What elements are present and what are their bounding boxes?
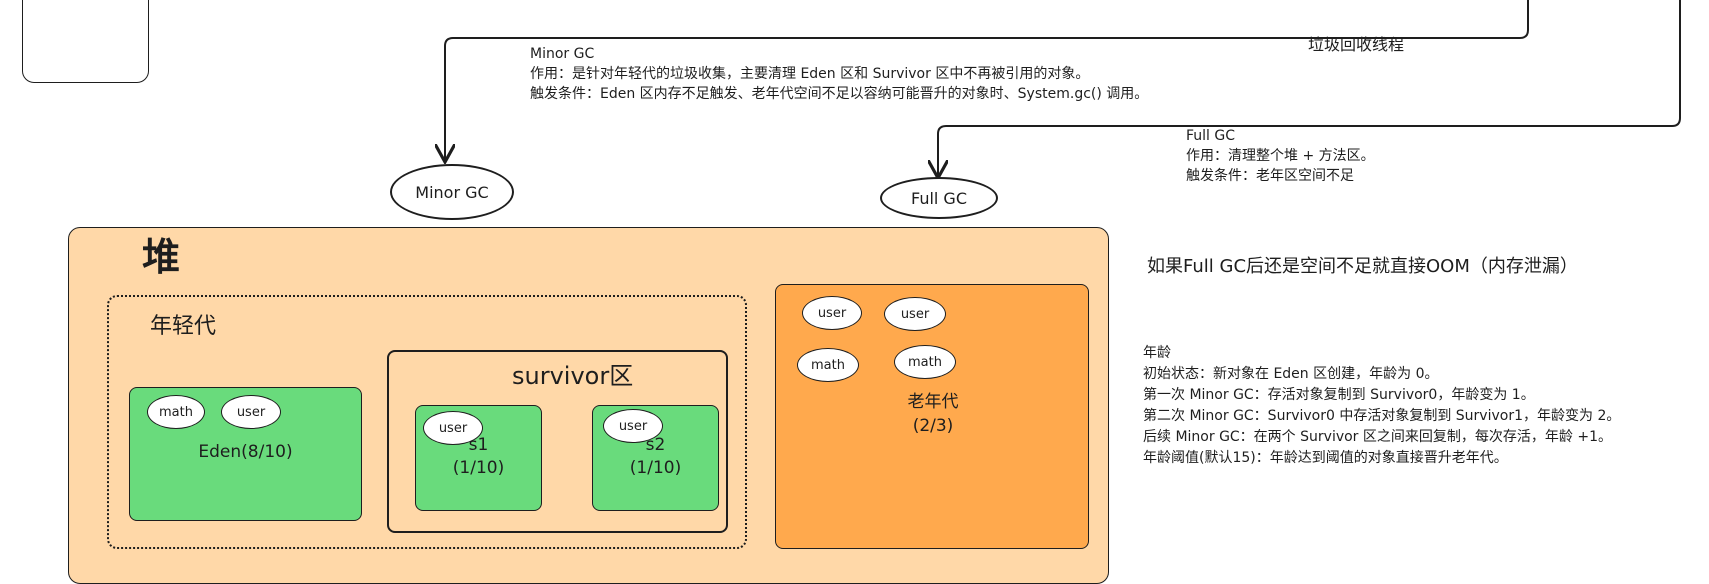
- minor-gc-note-trigger: 触发条件：Eden 区内存不足触发、老年代空间不足以容纳可能晋升的对象时、Sys…: [530, 86, 1149, 102]
- survivor-title: survivor区: [512, 362, 634, 390]
- age-note-line: 第一次 Minor GC：存活对象复制到 Survivor0，年龄变为 1。: [1143, 387, 1535, 403]
- s1-name: s1: [468, 435, 489, 455]
- full-gc-note-title: Full GC: [1186, 128, 1236, 144]
- partial-box: [22, 0, 149, 83]
- age-note: 年龄 初始状态：新对象在 Eden 区创建，年龄为 0。 第一次 Minor G…: [1143, 343, 1620, 469]
- s2-tag-user: user: [603, 409, 663, 443]
- survivor-region: [387, 350, 728, 533]
- minor-gc-note-purpose: 作用：是针对年轻代的垃圾收集，主要清理 Eden 区和 Survivor 区中不…: [530, 66, 1090, 82]
- old-gen-tag-user-2: user: [884, 297, 946, 331]
- gc-thread-label: 垃圾回收线程: [1308, 35, 1405, 52]
- age-note-title: 年龄: [1143, 345, 1171, 361]
- age-note-line: 初始状态：新对象在 Eden 区创建，年龄为 0。: [1143, 366, 1439, 382]
- full-gc-node: Full GC: [880, 177, 998, 219]
- oom-note: 如果Full GC后还是空间不足就直接OOM（内存泄漏）: [1147, 256, 1578, 277]
- minor-gc-note-title: Minor GC: [530, 46, 595, 62]
- old-gen-ratio: (2/3): [912, 416, 954, 436]
- eden-tag-user: user: [221, 395, 281, 429]
- age-note-line: 后续 Minor GC：在两个 Survivor 区之间来回复制，每次存活，年龄…: [1143, 429, 1612, 445]
- eden-label: Eden(8/10): [198, 442, 293, 462]
- old-gen-tag-user-1: user: [802, 296, 862, 330]
- full-gc-note-trigger: 触发条件：老年区空间不足: [1186, 168, 1354, 184]
- age-note-line: 年龄阈值(默认15)：年龄达到阈值的对象直接晋升老年代。: [1143, 450, 1508, 466]
- age-note-line: 第二次 Minor GC：Survivor0 中存活对象复制到 Survivor…: [1143, 408, 1621, 424]
- old-gen-tag-math-2: math: [894, 345, 956, 379]
- s1-tag-user: user: [423, 411, 483, 445]
- eden-tag-math: math: [147, 395, 205, 429]
- young-gen-title: 年轻代: [150, 314, 217, 339]
- minor-gc-note: Minor GC 作用：是针对年轻代的垃圾收集，主要清理 Eden 区和 Sur…: [530, 44, 1148, 104]
- s2-name: s2: [645, 435, 666, 455]
- old-gen-tag-math-1: math: [797, 348, 859, 382]
- minor-gc-node: Minor GC: [390, 164, 514, 220]
- old-gen-name: 老年代: [907, 392, 959, 412]
- s2-ratio: (1/10): [629, 458, 682, 478]
- full-gc-note: Full GC 作用：清理整个堆 + 方法区。 触发条件：老年区空间不足: [1186, 126, 1375, 186]
- heap-title: 堆: [142, 235, 181, 279]
- young-gen-region: [107, 295, 747, 549]
- full-gc-note-purpose: 作用：清理整个堆 + 方法区。: [1186, 148, 1375, 164]
- s1-ratio: (1/10): [452, 458, 505, 478]
